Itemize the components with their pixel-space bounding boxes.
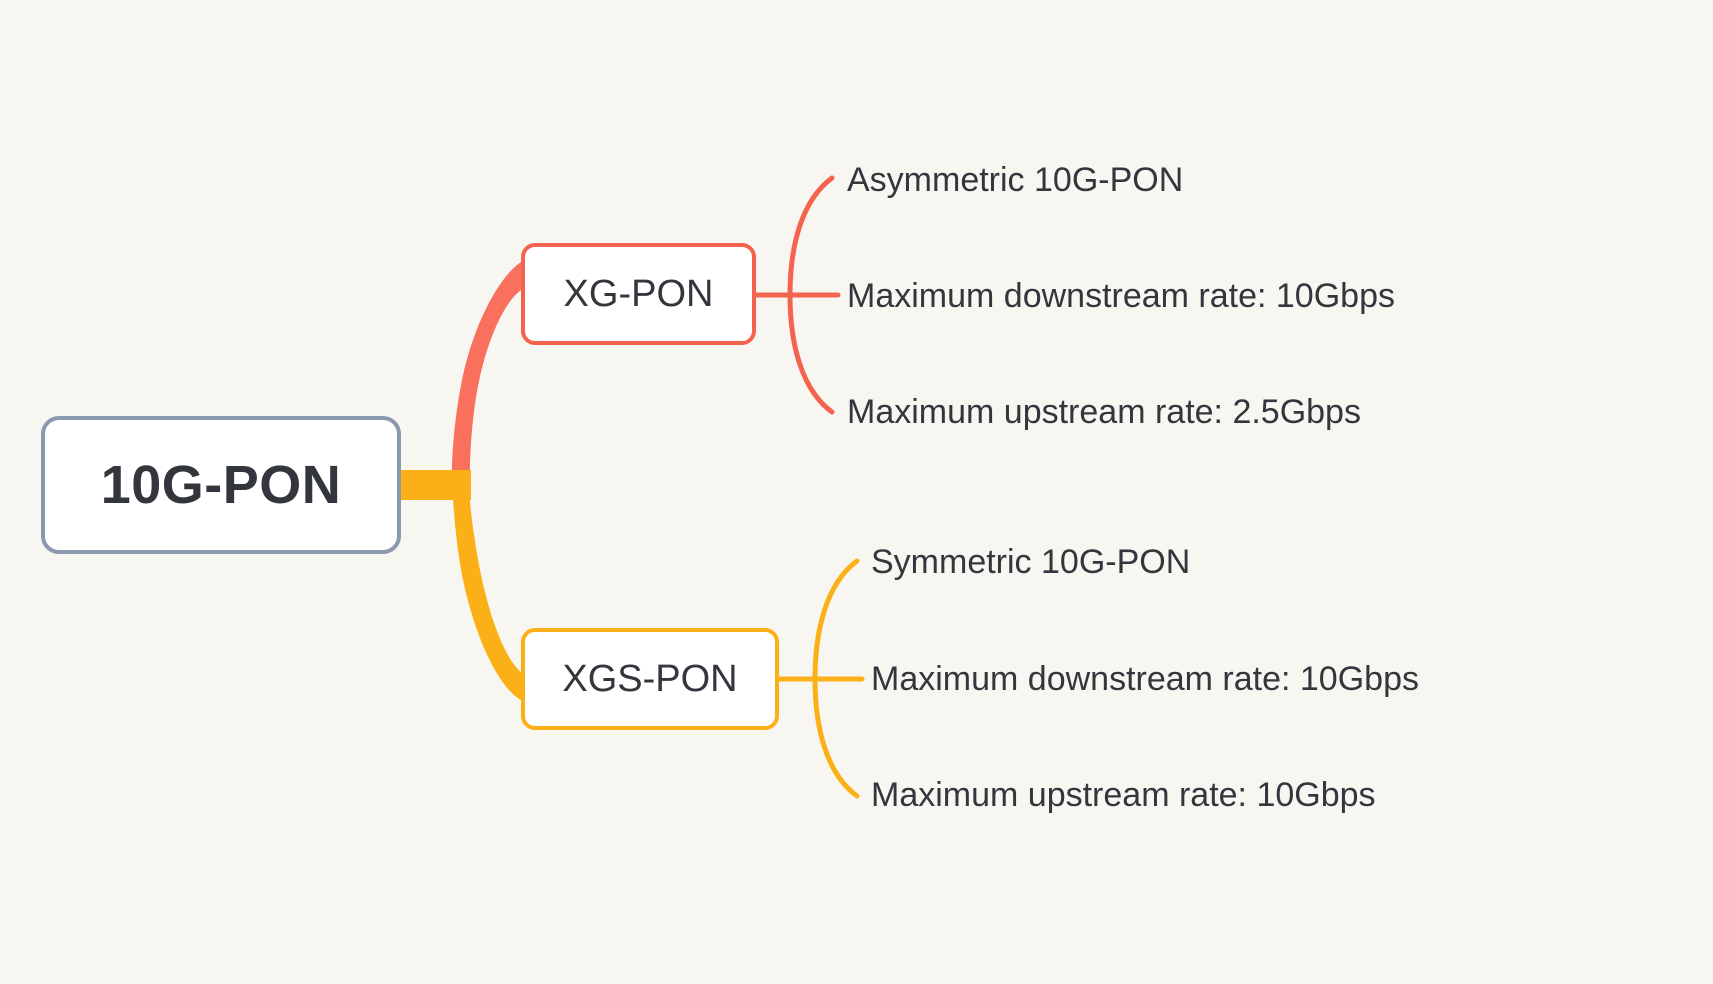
branch-node-xg-pon[interactable]: XG-PON [521, 243, 756, 345]
edge-xgs-pon-spine [812, 558, 860, 799]
edge-root-to-xg-pon [401, 262, 521, 470]
branch-node-xgs-pon[interactable]: XGS-PON [521, 628, 779, 730]
branch-node-xg-pon-label: XG-PON [563, 272, 714, 315]
leaf-label-xg-pon-3[interactable]: Maximum upstream rate: 2.5Gbps [847, 393, 1361, 431]
edge-root-stub [399, 470, 471, 500]
root-node-10g-pon[interactable]: 10G-PON [41, 416, 401, 554]
edge-xg-pon-spine [787, 175, 835, 415]
leaf-label-xgs-pon-2[interactable]: Maximum downstream rate: 10Gbps [871, 660, 1419, 698]
leaf-label-xg-pon-1[interactable]: Asymmetric 10G-PON [847, 161, 1184, 199]
leaf-label-xgs-pon-1[interactable]: Symmetric 10G-PON [871, 543, 1191, 581]
leaf-label-xg-pon-2[interactable]: Maximum downstream rate: 10Gbps [847, 277, 1395, 315]
edge-root-to-xgs-pon [401, 470, 521, 700]
branch-node-xgs-pon-label: XGS-PON [562, 657, 738, 700]
root-node-label: 10G-PON [100, 455, 342, 515]
leaf-label-xgs-pon-3[interactable]: Maximum upstream rate: 10Gbps [871, 776, 1376, 814]
